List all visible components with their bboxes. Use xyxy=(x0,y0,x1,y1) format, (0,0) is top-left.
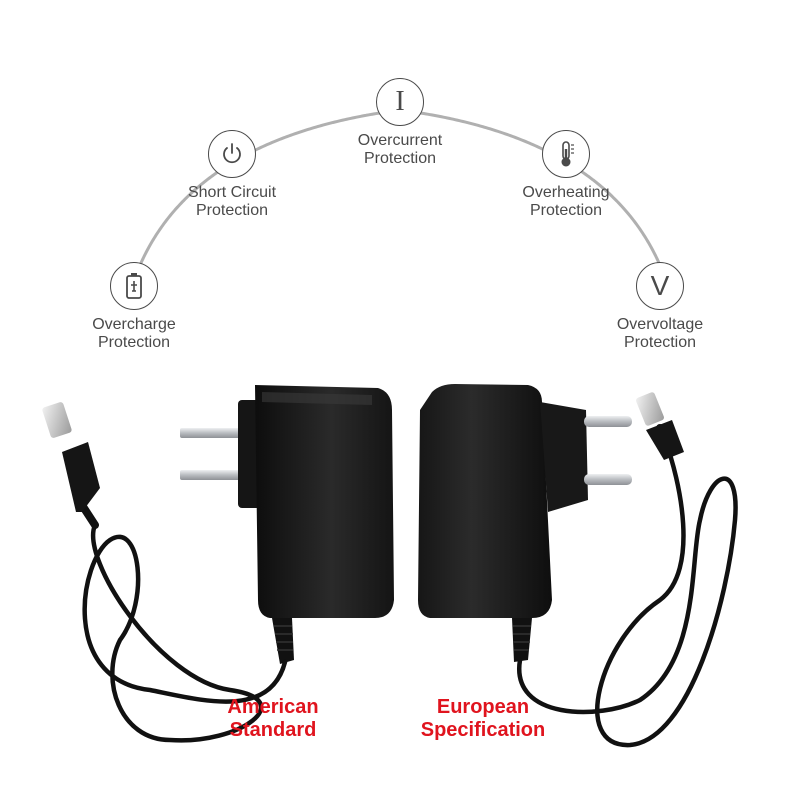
caption-european-line1: European xyxy=(436,696,530,718)
us-dc-pin xyxy=(42,402,72,438)
european-adapter xyxy=(418,384,738,748)
feature-line2: Protection xyxy=(363,150,437,167)
caption-european: European Specification xyxy=(383,696,583,742)
current-glyph: I xyxy=(395,86,405,117)
caption-american: American Standard xyxy=(173,696,373,742)
feature-line2: Protection xyxy=(195,202,269,219)
eu-pin-top xyxy=(584,416,632,427)
voltage-glyph: V xyxy=(650,270,670,301)
feature-overvoltage: V Overvoltage Protection xyxy=(570,262,750,352)
power-icon xyxy=(208,130,256,178)
feature-short-circuit: Short Circuit Protection xyxy=(142,130,322,220)
feature-line2: Protection xyxy=(529,202,603,219)
us-prong-top xyxy=(180,428,242,438)
caption-european-line2: Specification xyxy=(420,719,546,741)
caption-american-line1: American xyxy=(227,696,319,718)
us-prong-bottom xyxy=(180,470,242,480)
feature-line1: Overvoltage xyxy=(616,316,704,333)
feature-line2: Protection xyxy=(623,334,697,351)
thermometer-icon xyxy=(542,130,590,178)
feature-line2: Protection xyxy=(97,334,171,351)
current-i-icon: I xyxy=(376,78,424,126)
feature-line1: Overheating xyxy=(522,184,610,201)
feature-overcurrent: I Overcurrent Protection xyxy=(310,78,490,168)
voltage-v-icon: V xyxy=(636,262,684,310)
eu-pin-bottom xyxy=(584,474,632,485)
feature-line1: Overcurrent xyxy=(357,132,443,149)
feature-overcharge: Overcharge Protection xyxy=(44,262,224,352)
feature-line1: Overcharge xyxy=(92,316,176,333)
feature-overheating: Overheating Protection xyxy=(476,130,656,220)
battery-charging-icon xyxy=(110,262,158,310)
caption-american-line2: Standard xyxy=(229,719,317,741)
eu-dc-pin xyxy=(636,392,664,426)
feature-line1: Short Circuit xyxy=(187,184,277,201)
american-adapter xyxy=(42,385,394,743)
